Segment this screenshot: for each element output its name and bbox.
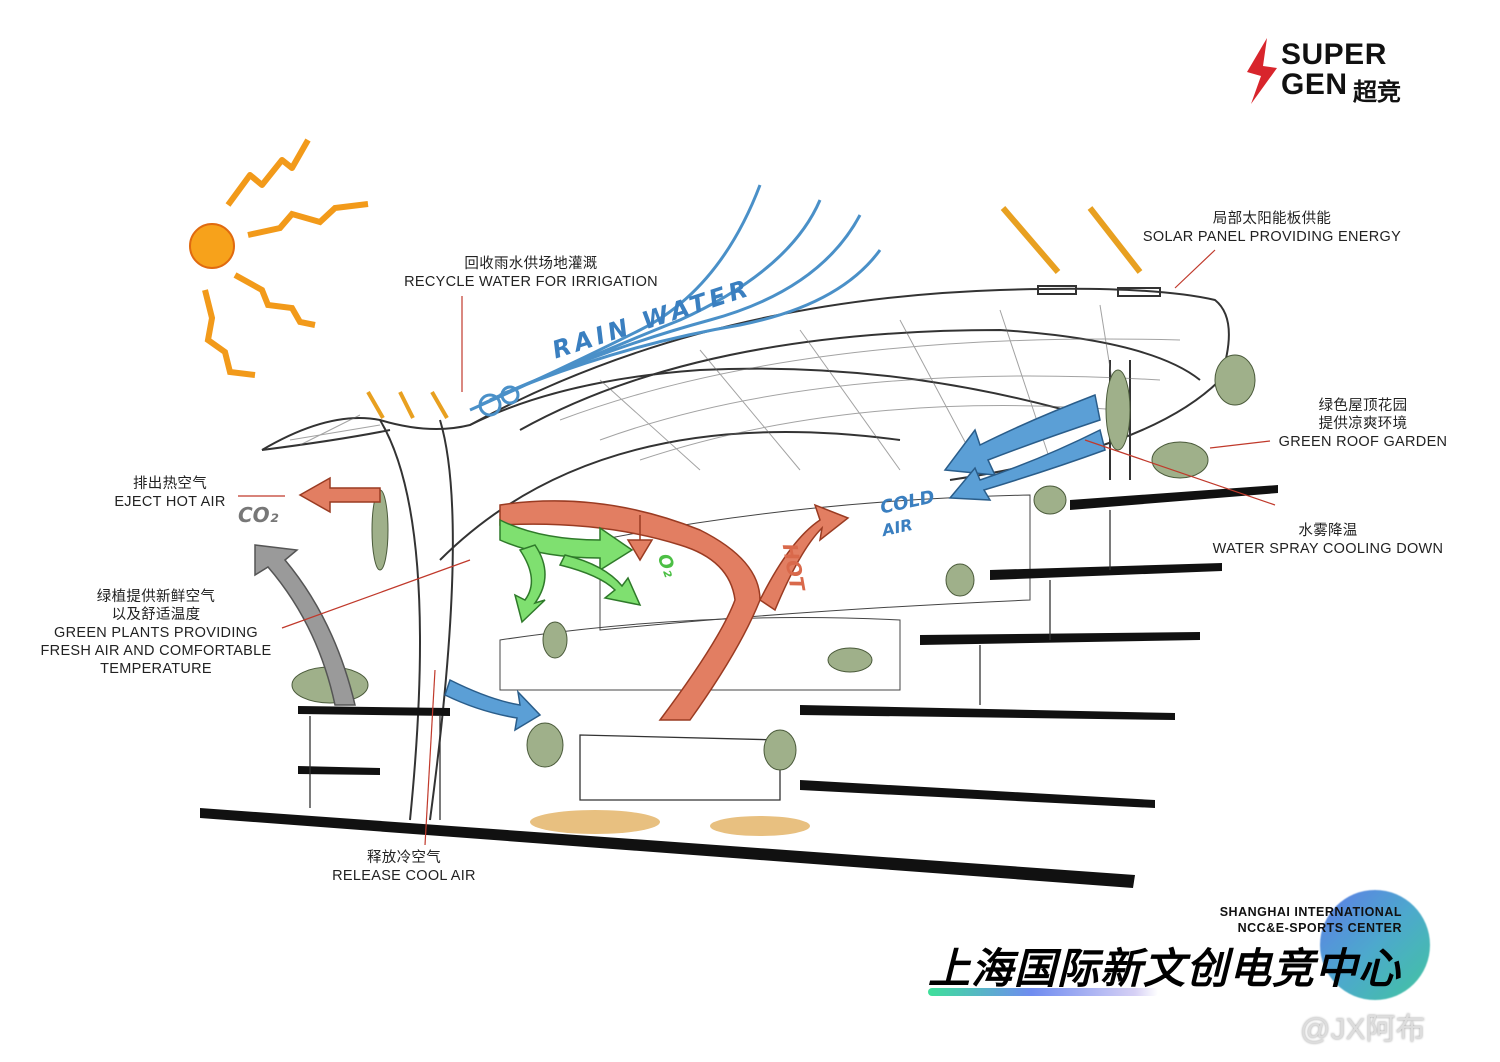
rain-en: RECYCLE WATER FOR IRRIGATION xyxy=(404,274,658,290)
title-chinese: 上海国际新文创电竞中心 xyxy=(928,945,1402,992)
cool-cn: 释放冷空气 xyxy=(367,850,441,866)
rain-water-flow xyxy=(469,184,882,417)
cool-en: RELEASE COOL AIR xyxy=(332,868,476,884)
plants-en1: GREEN PLANTS PROVIDING xyxy=(53,625,258,641)
watermark: @JX阿布 xyxy=(1300,1013,1426,1046)
oxygen-arrows xyxy=(499,518,642,624)
release-cool-air-label: 释放冷空气 RELEASE COOL AIR xyxy=(332,849,476,885)
solar-panel-label: 局部太阳能板供能 SOLAR PANEL PROVIDING ENERGY xyxy=(1143,210,1401,246)
rain-label: 回收雨水供场地灌溉 RECYCLE WATER FOR IRRIGATION xyxy=(404,255,658,291)
roof-garden-en: GREEN ROOF GARDEN xyxy=(1278,434,1448,450)
logo-line2: GEN xyxy=(1281,68,1348,101)
solar-en: SOLAR PANEL PROVIDING ENERGY xyxy=(1142,229,1402,245)
solar-cn: 局部太阳能板供能 xyxy=(1212,211,1332,227)
plants-en2: FRESH AIR AND COMFORTABLE xyxy=(40,643,272,659)
title-english: SHANGHAI INTERNATIONAL NCC&E-SPORTS CENT… xyxy=(1220,904,1402,936)
floor-slabs xyxy=(200,485,1278,888)
water-spray-label: 水雾降温 WATER SPRAY COOLING DOWN xyxy=(1213,522,1444,558)
logo-line1: SUPER xyxy=(1281,38,1387,71)
eject-hot-air-label: 排出热空气 EJECT HOT AIR xyxy=(114,475,225,511)
trees xyxy=(291,354,1256,771)
building-facades xyxy=(309,510,1111,820)
cold-air-arrows xyxy=(444,393,1106,732)
roof-structure xyxy=(261,285,1230,821)
roof-garden-cn1: 绿色屋顶花园 xyxy=(1318,398,1408,414)
roof-garden-cn2: 提供凉爽环境 xyxy=(1318,416,1408,432)
rain-cn: 回收雨水供场地灌溉 xyxy=(464,256,598,272)
supergen-logo: SUPER GEN 超竞 xyxy=(1245,38,1415,106)
sunlight-arrows xyxy=(366,206,1143,419)
roof-garden-label: 绿色屋顶花园 提供凉爽环境 GREEN ROOF GARDEN xyxy=(1279,397,1448,451)
spray-en: WATER SPRAY COOLING DOWN xyxy=(1212,541,1444,557)
title-gradient-circle xyxy=(1320,890,1430,1000)
plants-en3: TEMPERATURE xyxy=(100,661,212,677)
co2-arrow xyxy=(254,544,356,706)
eject-en: EJECT HOT AIR xyxy=(114,494,226,510)
plants-cn1: 绿植提供新鲜空气 xyxy=(96,589,216,605)
hot-air-arrows xyxy=(298,476,850,721)
co2-sketch-text: CO₂ xyxy=(238,503,279,527)
leader-lines xyxy=(238,249,1276,846)
title-gradient-bar xyxy=(928,988,1158,996)
title-en-line1: SHANGHAI INTERNATIONAL xyxy=(1219,905,1402,919)
spray-cn: 水雾降温 xyxy=(1298,523,1358,539)
plaza-ground xyxy=(530,810,810,836)
sun-icon xyxy=(189,138,369,378)
logo-cn: 超竞 xyxy=(1353,79,1401,106)
plants-cn2: 以及舒适温度 xyxy=(111,607,201,623)
roof-grid xyxy=(289,304,1181,471)
green-plants-label: 绿植提供新鲜空气 以及舒适温度 GREEN PLANTS PROVIDING F… xyxy=(41,588,272,678)
eject-cn: 排出热空气 xyxy=(133,476,207,492)
lightning-logo-icon xyxy=(1247,38,1277,104)
title-en-line2: NCC&E-SPORTS CENTER xyxy=(1237,921,1402,935)
